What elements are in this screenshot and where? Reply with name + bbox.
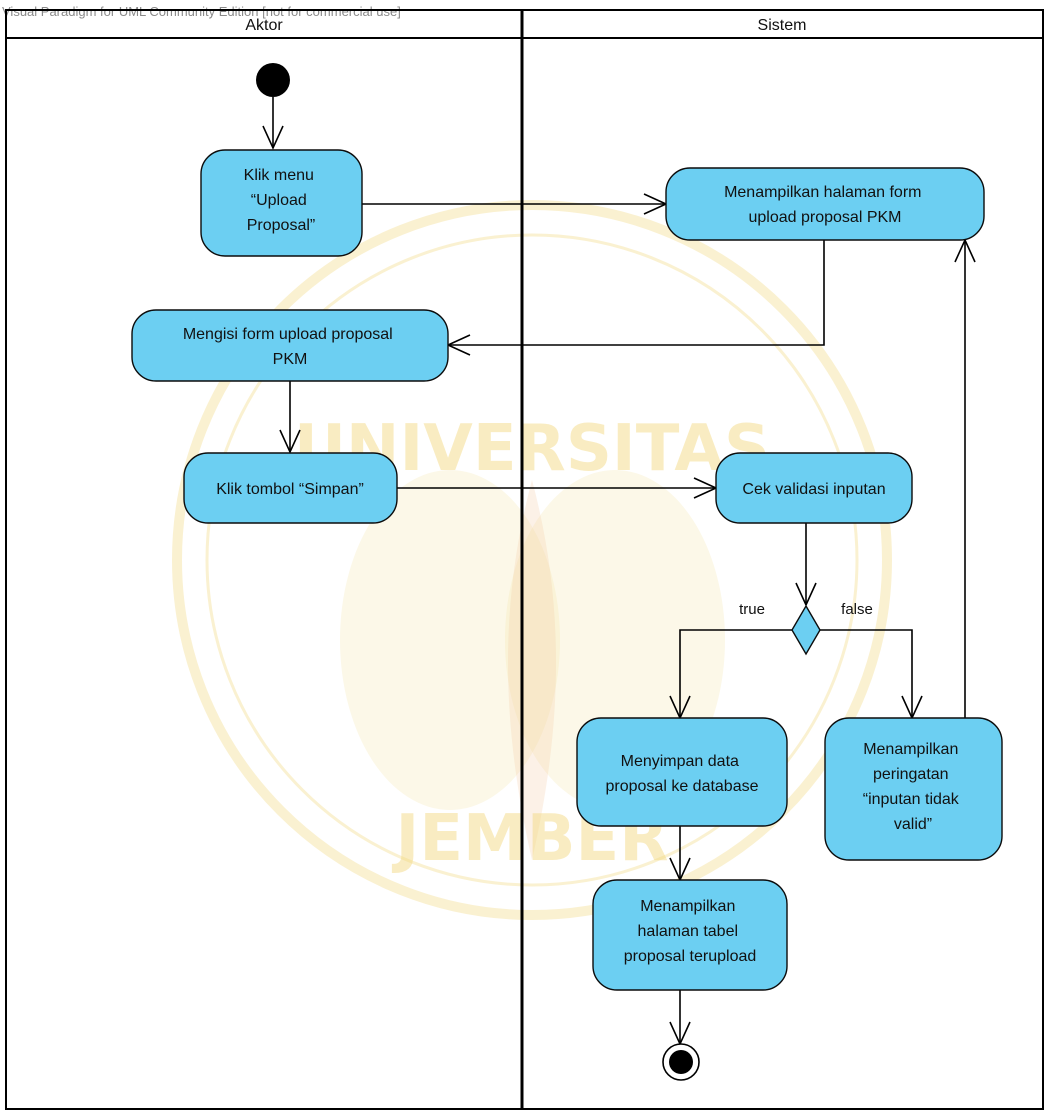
action-tampil-form: Menampilkan halaman form upload proposal… [665, 167, 985, 241]
action-label: Klik menu “Upload Proposal” [244, 167, 319, 234]
action-peringatan: Menampilkan peringatan “inputan tidak va… [824, 717, 1003, 861]
action-label: Mengisi form upload proposal PKM [183, 326, 397, 368]
lane-header-sistem: Sistem [758, 17, 807, 34]
action-label: Menampilkan halaman tabel proposal terup… [624, 898, 757, 965]
action-cek-validasi: Cek validasi inputan [715, 452, 913, 524]
guard-true: true [739, 601, 765, 618]
lane-header-aktor: Aktor [245, 17, 283, 34]
flow-tampil-form-to-isi-form [448, 240, 825, 346]
swimlanes: Aktor Sistem [5, 9, 1044, 1110]
edition-banner: Visual Paradigm for UML Community Editio… [2, 4, 401, 19]
watermark: UNIVERSITAS JEMBER [172, 200, 892, 920]
flow-false-to-peringatan [820, 629, 913, 718]
action-label: Menyimpan data proposal ke database [606, 753, 759, 795]
arrowhead [262, 125, 284, 150]
initial-node [256, 63, 290, 97]
guard-false: false [841, 601, 873, 618]
final-node [662, 1043, 700, 1081]
flow-true-to-simpan-data [679, 629, 792, 718]
action-label: Menampilkan halaman form upload proposal… [724, 184, 926, 226]
action-label: Menampilkan peringatan “inputan tidak va… [863, 741, 964, 833]
arrowhead [279, 429, 301, 454]
decision-node [791, 604, 821, 656]
action-simpan-data: Menyimpan data proposal ke database [576, 717, 788, 827]
action-label: Cek validasi inputan [742, 481, 885, 498]
action-label: Klik tombol “Simpan” [216, 481, 364, 498]
action-tampil-tabel: Menampilkan halaman tabel proposal terup… [592, 879, 788, 991]
action-klik-menu: Klik menu “Upload Proposal” [200, 149, 363, 257]
action-klik-simpan: Klik tombol “Simpan” [183, 452, 398, 524]
action-isi-form: Mengisi form upload proposal PKM [131, 309, 449, 382]
